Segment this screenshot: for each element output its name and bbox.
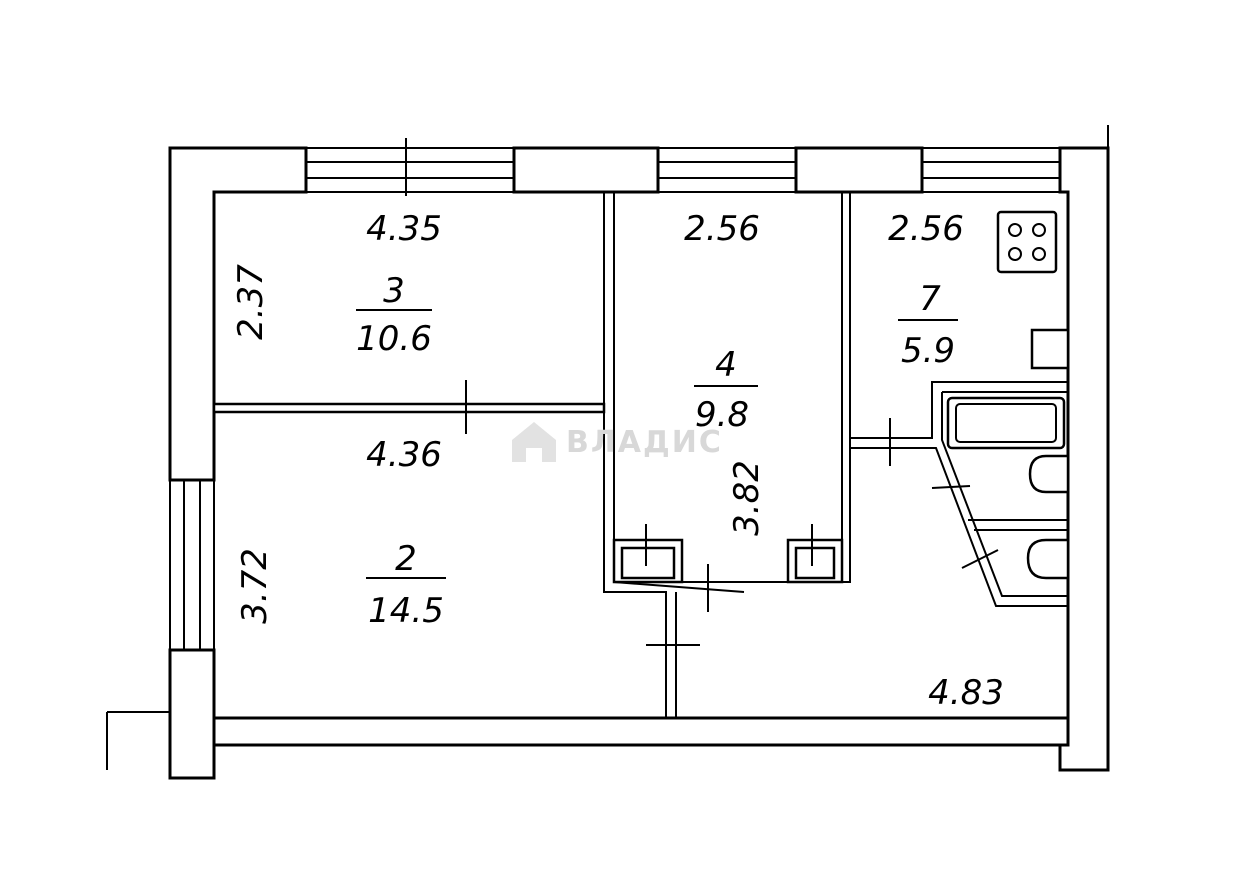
room-2-labels: 4.36 2 14.5 3.72 xyxy=(235,435,446,631)
window-room-4 xyxy=(657,147,797,193)
room-7-width: 2.56 xyxy=(888,209,964,249)
room-7-area: 5.9 xyxy=(901,331,955,371)
hall-labels: 4.83 xyxy=(928,673,1004,713)
room-4-area: 9.8 xyxy=(695,395,749,435)
outer-walls xyxy=(106,125,1110,780)
house-logo-icon xyxy=(512,422,556,462)
room-2-width: 4.36 xyxy=(366,435,442,475)
room-4-labels: 2.56 4 9.8 3.82 xyxy=(684,209,767,536)
sink-icon xyxy=(1028,454,1070,494)
window-room-2 xyxy=(169,479,215,651)
room-3-width: 4.35 xyxy=(366,209,442,249)
room-4-width: 2.56 xyxy=(684,209,760,249)
room-4-number: 4 xyxy=(715,345,737,385)
room-2-depth: 3.72 xyxy=(235,548,275,624)
window-room-3 xyxy=(305,138,515,196)
hall-length: 4.83 xyxy=(928,673,1004,713)
room-2-number: 2 xyxy=(395,539,417,579)
room-7-number: 7 xyxy=(919,279,941,319)
room-7-labels: 2.56 7 5.9 xyxy=(888,209,964,371)
bathtub-icon xyxy=(946,396,1066,450)
room-3-area: 10.6 xyxy=(356,319,432,359)
windows xyxy=(169,138,1061,651)
window-room-7 xyxy=(921,147,1061,193)
room-2-area: 14.5 xyxy=(368,591,444,631)
room-3-depth: 2.37 xyxy=(231,264,271,340)
toilet-icon xyxy=(1026,538,1070,580)
partitions xyxy=(212,192,1068,718)
watermark: ВЛАДИС xyxy=(512,422,723,462)
room-3-number: 3 xyxy=(383,271,405,311)
stove-icon xyxy=(996,210,1058,274)
room-4-depth: 3.82 xyxy=(727,460,767,536)
watermark-brand: ВЛАДИС xyxy=(566,425,723,460)
room-3-labels: 4.35 3 10.6 2.37 xyxy=(231,209,442,359)
kitchen-sink-icon xyxy=(1030,328,1070,370)
